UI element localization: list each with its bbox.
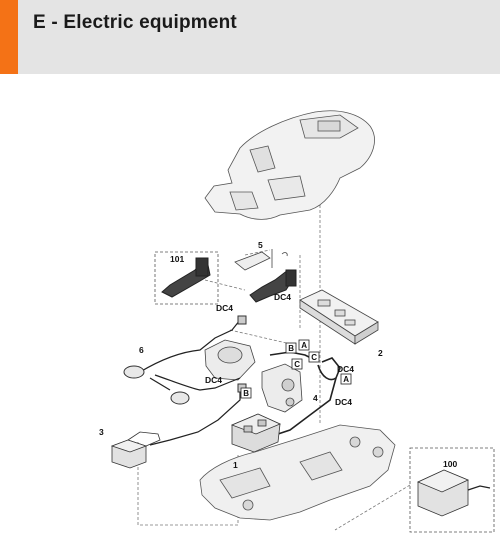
- part-2-circuit-board: [299, 289, 379, 345]
- part-101-cable: [161, 257, 211, 298]
- part-100-battery: [417, 469, 491, 517]
- callout-5: 5: [258, 240, 263, 250]
- header-accent: [0, 0, 18, 74]
- svg-text:B: B: [243, 389, 249, 398]
- motor-assembly: [204, 339, 303, 413]
- battery-pack: [230, 413, 282, 453]
- exploded-parts-diagram: 1 2 3 4 5 6 100 101 DC4 DC4 DC4 DC4 DC4 …: [99, 110, 495, 533]
- part-3-connector: [110, 431, 161, 469]
- dc4-label-lower: DC4: [335, 397, 352, 407]
- boxed-letter-b1: B: [285, 342, 297, 354]
- svg-text:B: B: [288, 344, 294, 353]
- dc4-label-upper: DC4: [274, 292, 291, 302]
- svg-text:C: C: [294, 360, 300, 369]
- dc4-label-center: DC4: [205, 375, 222, 385]
- callout-100: 100: [443, 459, 457, 469]
- dc4-label-left: DC4: [216, 303, 233, 313]
- boxed-letter-c1: C: [308, 351, 320, 363]
- boxed-letter-a2: A: [340, 373, 352, 385]
- callout-4: 4: [313, 393, 318, 403]
- part-6-harness: [139, 319, 241, 446]
- callout-101: 101: [170, 254, 184, 264]
- robot-upper-housing: [204, 110, 375, 220]
- boxed-letter-a1: A: [298, 339, 310, 351]
- dc4-label-right: DC4: [337, 364, 354, 374]
- part-5-bracket: [234, 249, 288, 271]
- callout-2: 2: [378, 348, 383, 358]
- boxed-letter-b2: B: [240, 387, 252, 399]
- callout-6: 6: [139, 345, 144, 355]
- page-title: E - Electric equipment: [33, 12, 237, 33]
- header-bar: [0, 0, 500, 74]
- svg-text:A: A: [301, 341, 307, 350]
- svg-text:C: C: [311, 353, 317, 362]
- part-101-box: [154, 251, 219, 305]
- callout-1: 1: [233, 460, 238, 470]
- dc4-cable-upper: [249, 269, 297, 303]
- boxed-letter-c2: C: [291, 358, 303, 370]
- callout-3: 3: [99, 427, 104, 437]
- svg-text:A: A: [343, 375, 349, 384]
- part-100-box: [409, 447, 495, 533]
- part-1-chassis-base: [199, 424, 396, 521]
